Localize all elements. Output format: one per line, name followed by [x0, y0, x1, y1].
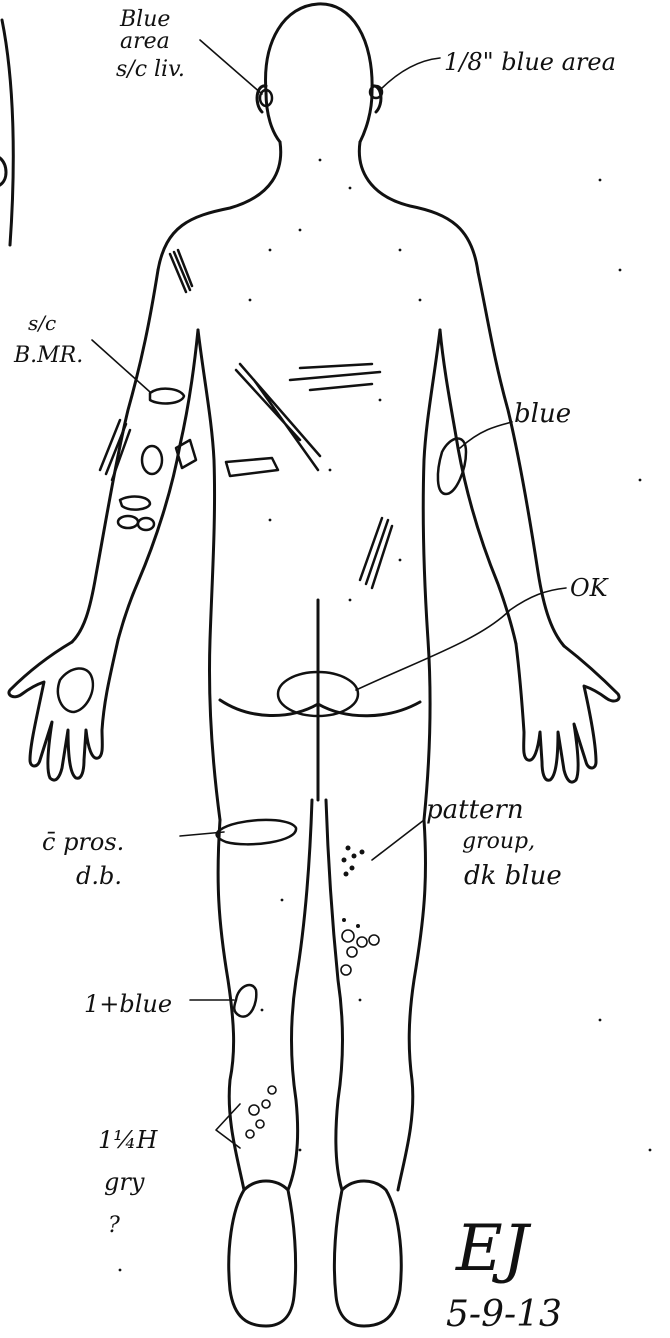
arm-right-note: blue: [514, 399, 571, 429]
knee-right-circles: [341, 918, 379, 975]
calf-left-note: 1+blue: [84, 990, 172, 1018]
left-hand: [9, 640, 118, 780]
ear-right-leader: [380, 58, 440, 90]
forearm-mark-4: [118, 516, 138, 528]
knee-right-leader: [372, 820, 424, 860]
arm-left-note-1: s/c: [28, 311, 56, 335]
neck-left-shoulder: [158, 142, 281, 270]
back-rect-mark: [226, 458, 278, 476]
ear-left-note-3: s/c liv.: [116, 57, 185, 82]
arm-right-leader: [460, 422, 512, 448]
back-horizontal-slashes: [290, 364, 380, 390]
ankle-left-note-2: gry: [104, 1168, 145, 1196]
signature-date: 5-9-13: [446, 1294, 562, 1333]
back-lower-slashes: [360, 518, 392, 588]
head-outline: [266, 4, 373, 142]
ankle-left-note-1: 1¼H: [98, 1126, 159, 1154]
ankle-left-leader: [216, 1104, 240, 1148]
left-foot: [229, 1181, 296, 1326]
left-arm-outer: [72, 270, 158, 642]
thigh-left-note-1: c̄ pros.: [42, 828, 124, 856]
knee-right-note-2: group,: [462, 829, 535, 854]
right-hand: [516, 644, 619, 782]
ear-left-note-2: area: [120, 29, 170, 54]
ear-right-note: 1/8" blue area: [444, 48, 616, 76]
left-hand-bruise: [58, 668, 93, 712]
thigh-left-contusion: [217, 820, 296, 844]
shoulder-abrasion: [170, 250, 192, 292]
arm-left-note-2: B.MR.: [13, 343, 83, 368]
knee-right-note-3: dk blue: [464, 861, 562, 891]
torso-right-side: [423, 330, 440, 820]
back-diagonal-slashes: [236, 364, 320, 470]
thigh-left-note-2: d.b.: [76, 862, 122, 890]
forearm-scratches: [100, 420, 130, 480]
buttock-leader: [356, 588, 566, 690]
wrist-right-note: OK: [570, 574, 610, 602]
ear-left-leader: [200, 40, 262, 94]
right-foot: [334, 1181, 401, 1326]
forearm-mark-3: [120, 497, 150, 510]
right-leg-outer: [398, 820, 426, 1190]
arm-left-leader: [92, 340, 150, 392]
ankle-left-note-3: ?: [108, 1213, 120, 1238]
right-arm-inner: [440, 330, 516, 644]
right-leg-inner: [326, 800, 343, 1190]
forearm-mark-1: [142, 446, 162, 474]
calf-left-bruise: [234, 985, 256, 1017]
adjacent-figure-edge: [0, 20, 13, 245]
left-arm-inner: [118, 330, 198, 640]
ankle-left-circles: [246, 1086, 276, 1138]
knee-right-pattern-marks: [342, 846, 365, 877]
left-leg-inner: [288, 800, 312, 1190]
gluteal-fold: [220, 700, 420, 716]
forearm-mark-5: [138, 518, 154, 530]
knee-right-note-1: pattern: [426, 795, 524, 825]
neck-right-shoulder: [359, 142, 478, 272]
torso-left-side: [198, 330, 220, 820]
signature-initials: EJ: [455, 1212, 532, 1286]
arm-left-bruise: [150, 389, 184, 404]
